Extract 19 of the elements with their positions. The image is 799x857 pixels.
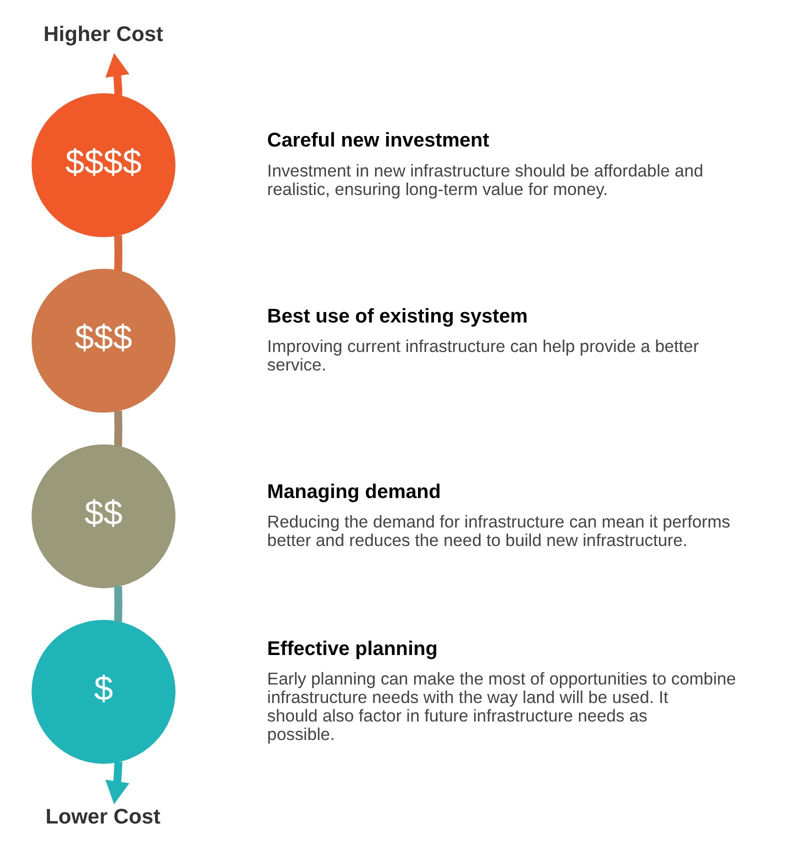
node-label: Early planning can make the most of opportunities to combine infrastructure needs with the way land will be used. It should also factor in future infrastructure needs as possible. xyxy=(267,668,736,744)
connector xyxy=(114,586,122,622)
node-label: Effective planning xyxy=(267,638,438,660)
node-text: Lower Cost xyxy=(45,806,160,828)
connector xyxy=(114,235,122,271)
arrow xyxy=(105,53,130,96)
node-circle: $$$$ xyxy=(32,93,176,238)
node-circle: $$ xyxy=(32,444,176,588)
connector xyxy=(114,410,122,446)
node-circle: $ xyxy=(32,620,176,764)
node-label: Investment in new infrastructure should be affordable and realistic, ensuring long-term value for money. xyxy=(267,160,704,199)
node-label: Improving current infrastructure can help provide a better service. xyxy=(267,336,699,374)
node-label: Careful new investment xyxy=(267,130,490,152)
node-label: Best use of existing system xyxy=(267,305,528,328)
arrow xyxy=(105,762,130,804)
node-circle: $$$ xyxy=(32,268,176,413)
node-label: Reducing the demand for infrastructure can mean it performs better and reduces the need to build new infrastructure. xyxy=(267,511,730,550)
node-label: Managing demand xyxy=(267,480,441,503)
node-text: Higher Cost xyxy=(43,22,164,46)
